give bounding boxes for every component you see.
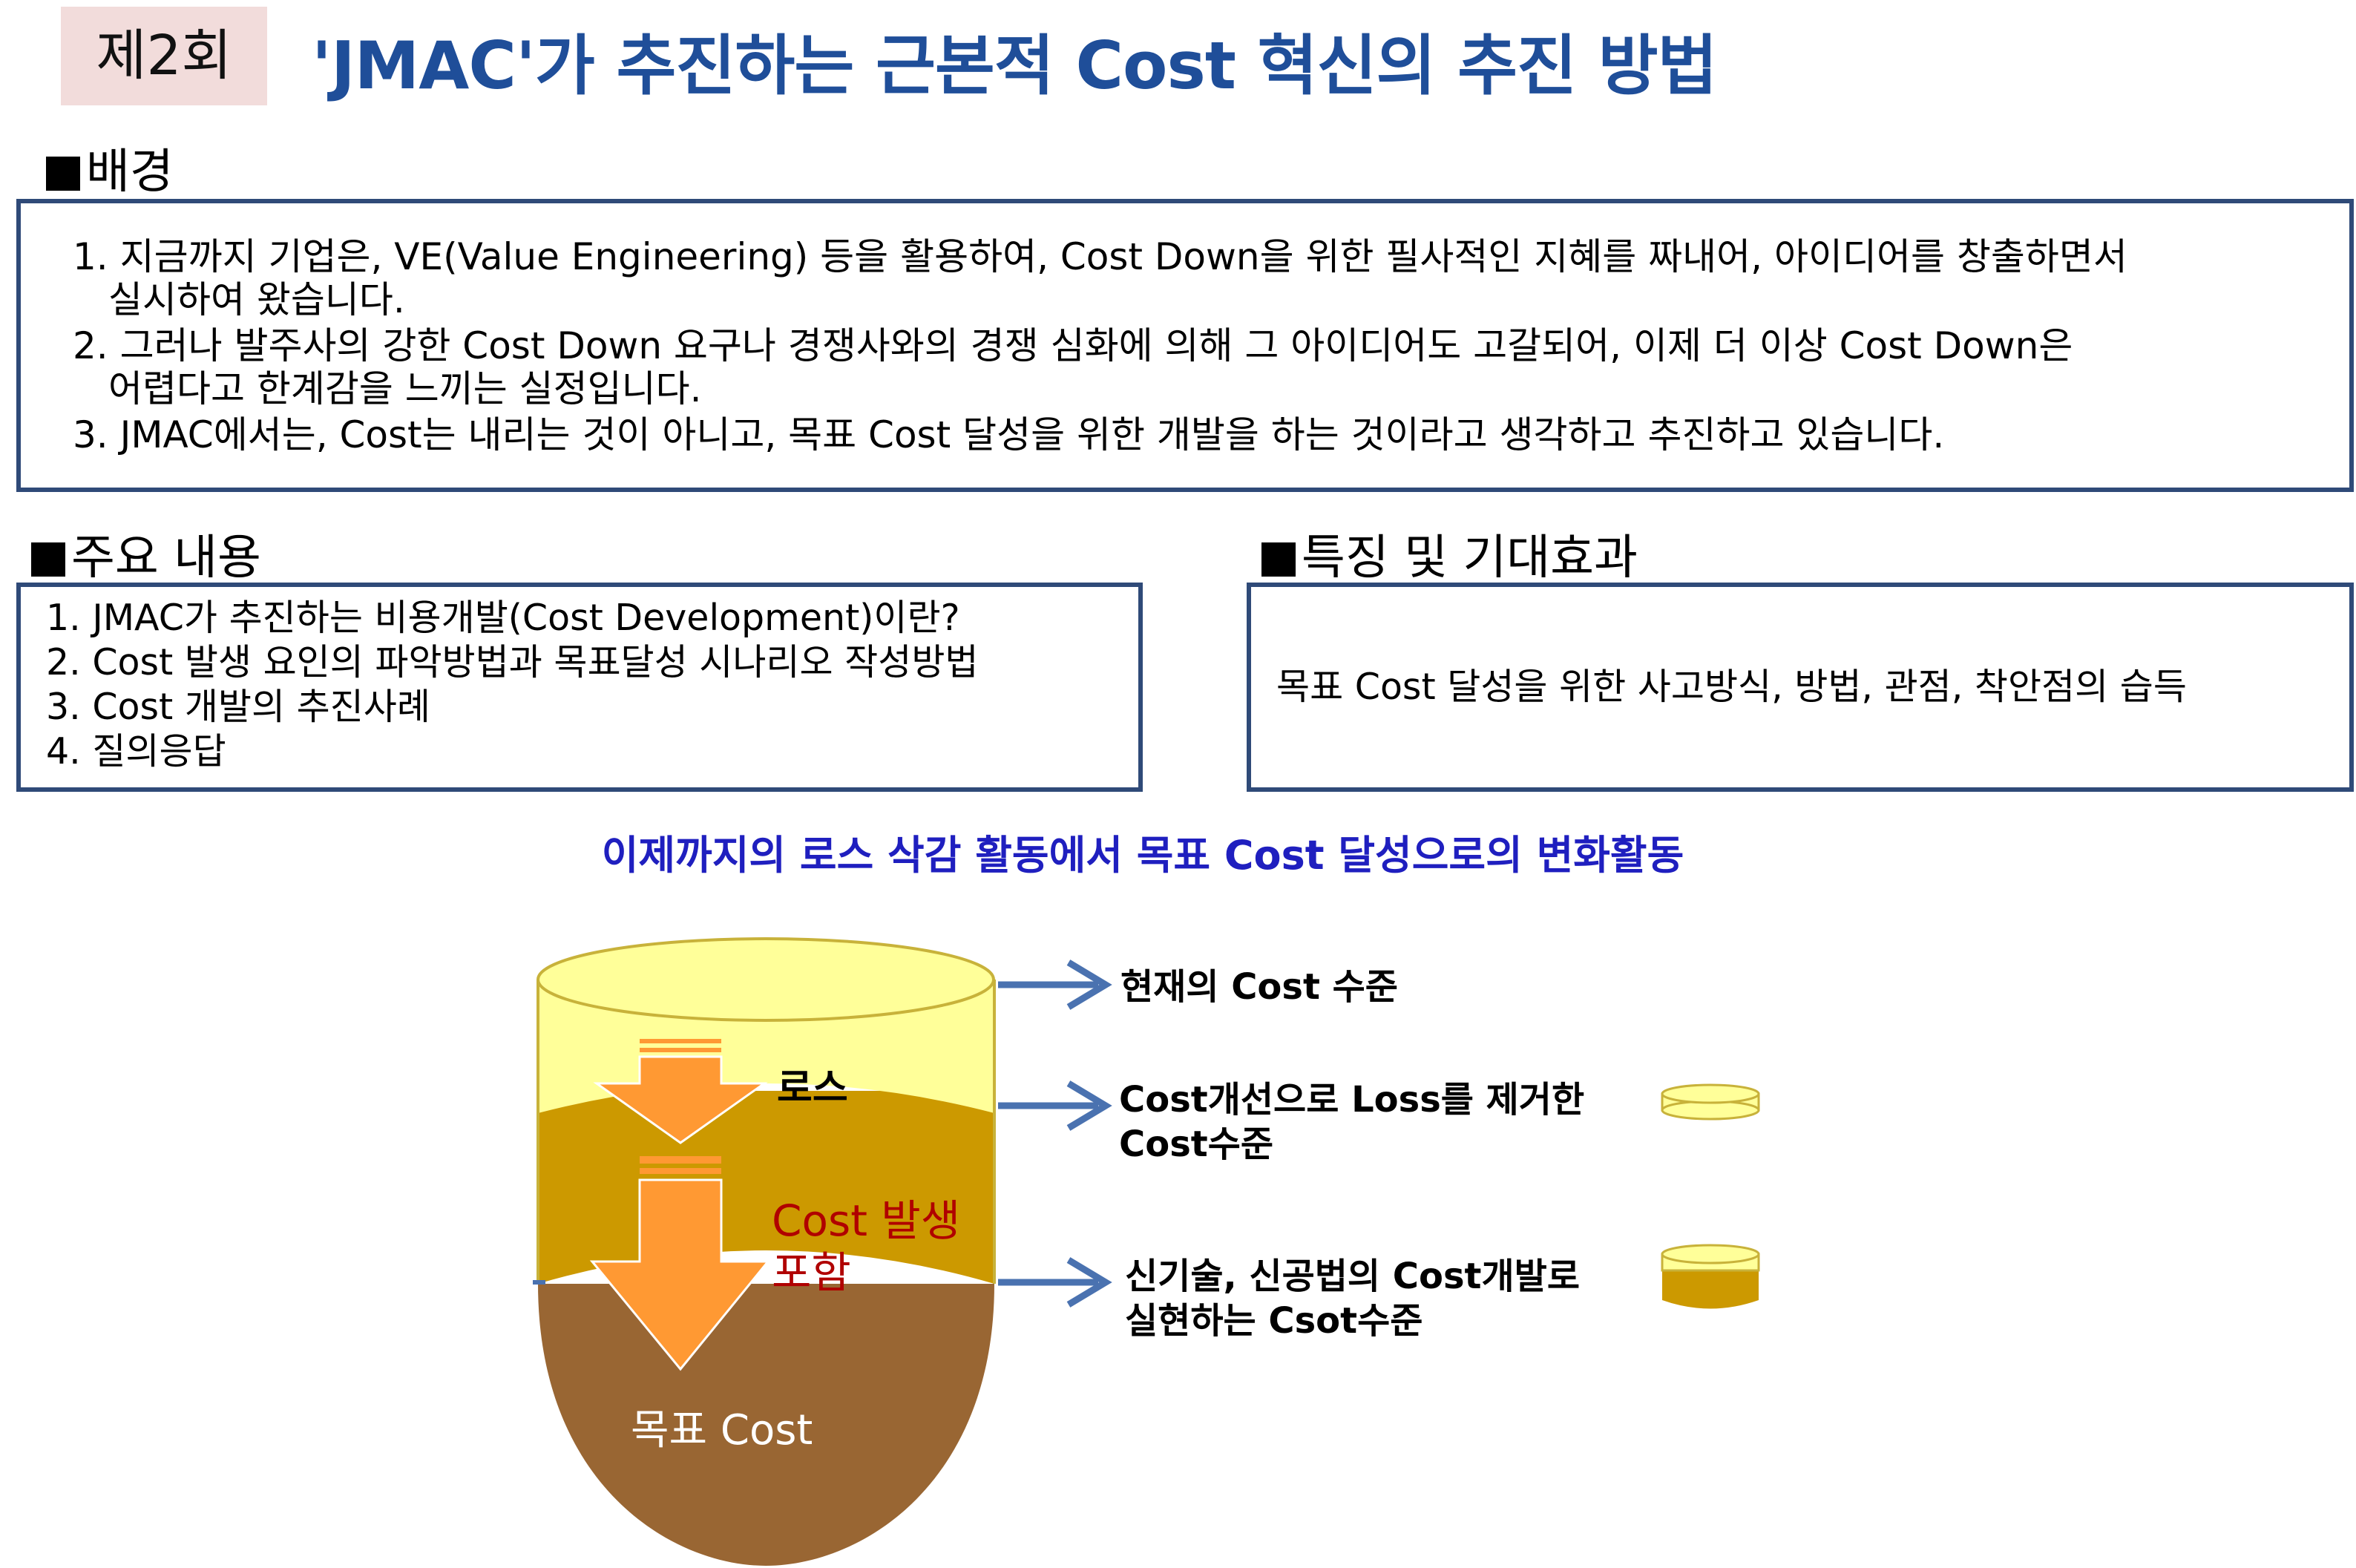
right-arrow-icon — [998, 960, 1112, 1010]
list-item: 4. 질의응답 — [46, 730, 226, 772]
target-cost-layer — [538, 1284, 994, 1566]
background-line-1: 1. 지금까지 기업은, VE(Value Engineering) 등을 활용… — [73, 235, 2127, 278]
background-heading: 배경 — [46, 134, 174, 202]
list-item: 2. Cost 발생 요인의 파악방법과 목표달성 시나리오 작성방법 — [46, 641, 979, 683]
features-heading: 특징 및 기대효과 — [1261, 519, 1638, 588]
target-cost-label: 목표 Cost — [631, 1406, 813, 1454]
background-box: 1. 지금까지 기업은, VE(Value Engineering) 등을 활용… — [16, 199, 2354, 492]
square-bullet-icon — [1261, 542, 1296, 577]
features-box: 목표 Cost 달성을 위한 사고방식, 방법, 관점, 착안점의 습득 — [1247, 583, 2354, 792]
main-content-heading-text: 주요 내용 — [71, 531, 261, 585]
session-badge: 제2회 — [61, 7, 267, 105]
background-line-1-cont: 실시하여 왔습니다. — [108, 278, 405, 321]
current-cost-label: 현재의 Cost 수준 — [1120, 966, 1398, 1008]
small-cylinder-cost-icon — [1661, 1244, 1760, 1309]
background-line-2-cont: 어렵다고 한계감을 느끼는 실정입니다. — [108, 367, 702, 410]
down-arrow-icon — [593, 1039, 768, 1144]
diagram-subtitle: 이제까지의 로스 삭감 활동에서 목표 Cost 달성으로의 변화활동 — [601, 832, 1684, 879]
cylinder-top — [537, 937, 995, 1022]
page-title: 'JMAC'가 추진하는 근본적 Cost 혁신의 추진 방법 — [312, 27, 1718, 104]
list-item: 1. JMAC가 추진하는 비용개발(Cost Development)이란? — [46, 597, 960, 639]
main-content-heading: 주요 내용 — [31, 519, 261, 588]
right-arrow-icon — [533, 1257, 1112, 1308]
loss-label: 로스 — [777, 1066, 848, 1111]
background-heading-text: 배경 — [86, 145, 174, 200]
improved-cost-label: Cost개선으로 Loss를 제거한 — [1119, 1079, 1585, 1121]
improved-cost-label-2: Cost수준 — [1119, 1123, 1274, 1165]
list-item: 3. Cost 개발의 추진사례 — [46, 686, 430, 728]
background-line-3: 3. JMAC에서는, Cost는 내리는 것이 아니고, 목표 Cost 달성… — [73, 413, 1945, 456]
down-arrow-icon — [589, 1156, 771, 1371]
square-bullet-icon — [46, 157, 80, 191]
cost-label: Cost 발생 — [772, 1195, 961, 1246]
developed-cost-label: 신기술, 신공법의 Cost개발로 — [1125, 1256, 1580, 1297]
features-text: 목표 Cost 달성을 위한 사고방식, 방법, 관점, 착안점의 습득 — [1276, 666, 2187, 708]
square-bullet-icon — [31, 542, 65, 577]
developed-cost-label-2: 실현하는 Csot수준 — [1125, 1300, 1423, 1342]
background-line-2: 2. 그러나 발주사의 강한 Cost Down 요구나 경쟁사와의 경쟁 심화… — [73, 324, 2073, 367]
features-heading-text: 특징 및 기대효과 — [1302, 531, 1638, 585]
main-content-box: 1. JMAC가 추진하는 비용개발(Cost Development)이란? … — [16, 583, 1143, 792]
session-label: 제2회 — [96, 24, 232, 88]
right-arrow-icon — [998, 1080, 1112, 1131]
small-cylinder-loss-icon — [1661, 1083, 1760, 1121]
cost-label-2: 포함 — [772, 1247, 851, 1298]
